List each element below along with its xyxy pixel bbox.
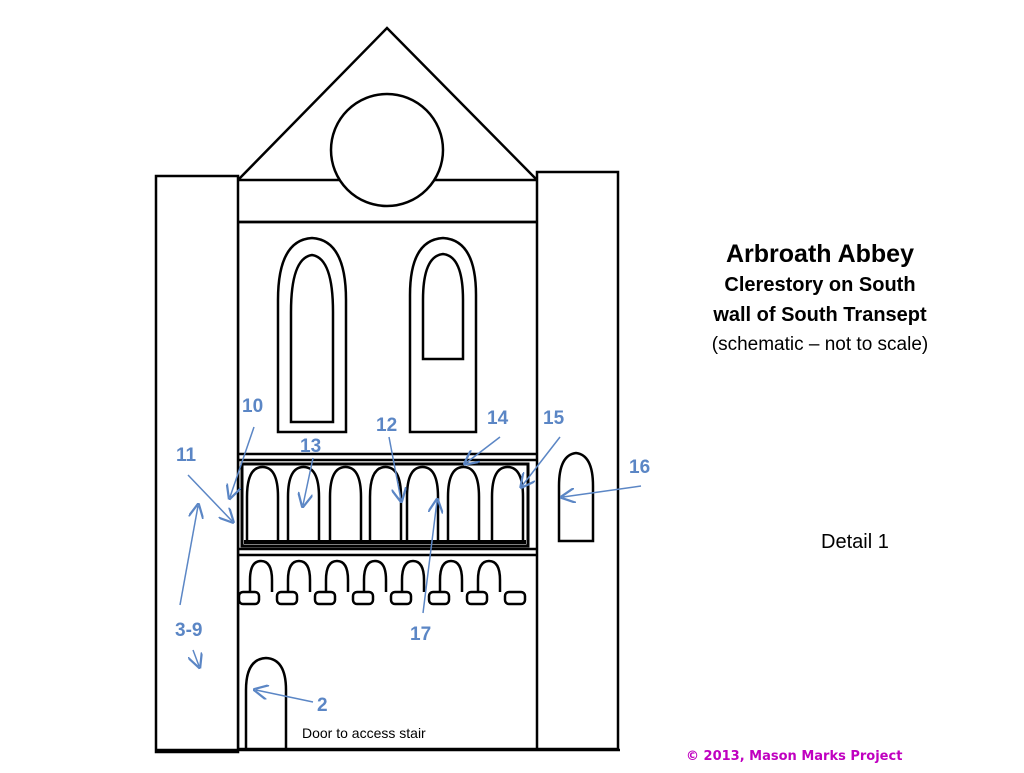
gallery-arch — [368, 465, 403, 540]
title-line-4: (schematic – not to scale) — [711, 334, 929, 355]
gallery-arch — [245, 465, 280, 540]
marker-17: 17 — [410, 624, 431, 645]
marker-16: 16 — [629, 457, 650, 478]
arrow-11 — [187, 474, 232, 521]
title-line-2: Clerestory on South — [724, 274, 916, 296]
marker-12: 12 — [376, 415, 397, 436]
marker-14: 14 — [487, 408, 509, 429]
gallery-arch — [405, 465, 440, 540]
gallery-arch — [328, 465, 363, 540]
marker-13: 13 — [300, 436, 321, 457]
door-caption: Door to access stair — [302, 725, 426, 741]
corbel-block — [389, 590, 413, 606]
marker-11: 11 — [176, 445, 197, 466]
marker-3-9: 3-9 — [175, 620, 202, 641]
gallery-sill — [244, 540, 526, 544]
buttress-window — [557, 451, 595, 543]
marker-arrows — [179, 426, 642, 703]
upper-window-right-inner — [421, 252, 465, 361]
marker-15: 15 — [543, 408, 565, 429]
diagram-title-block: Arbroath Abbey Clerestory on South wall … — [640, 238, 1000, 360]
upper-window-left-inner — [289, 253, 335, 424]
left-buttress — [154, 174, 240, 754]
marker-2: 2 — [317, 695, 328, 716]
arrow-17 — [422, 501, 437, 614]
arrow-3-9-up — [179, 506, 198, 606]
corbel-block — [465, 590, 489, 606]
stair-door — [244, 656, 288, 751]
arrow-10 — [230, 426, 255, 497]
title-line-3: wall of South Transept — [713, 304, 927, 326]
arrow-2 — [256, 690, 314, 703]
corbel-block — [503, 590, 527, 606]
copyright-notice: © 2013, Mason Marks Project — [686, 749, 903, 764]
arrow-13 — [303, 457, 314, 505]
title-line-1: Arbroath Abbey — [726, 240, 914, 268]
gallery-arcade — [244, 465, 526, 544]
corbel-block — [275, 590, 299, 606]
gallery-frame — [240, 462, 530, 548]
arrow-16 — [563, 485, 642, 497]
corbel-block — [427, 590, 451, 606]
gallery-arch — [446, 465, 481, 540]
marker-labels: 2 3-9 10 11 12 13 14 15 16 17 — [175, 396, 650, 716]
marker-10: 10 — [242, 396, 263, 417]
arrow-3-9-down — [193, 649, 199, 666]
corbel-block — [351, 590, 375, 606]
rose-window — [329, 92, 445, 208]
arrow-15 — [522, 436, 561, 486]
corbel-arcade — [237, 559, 527, 606]
gallery-arch — [286, 465, 321, 540]
corbel-block — [237, 590, 261, 606]
corbel-arches — [248, 559, 502, 592]
arrow-12 — [388, 436, 401, 500]
arrow-14 — [466, 436, 501, 463]
corbel-block — [313, 590, 337, 606]
detail-label: Detail 1 — [821, 531, 889, 553]
